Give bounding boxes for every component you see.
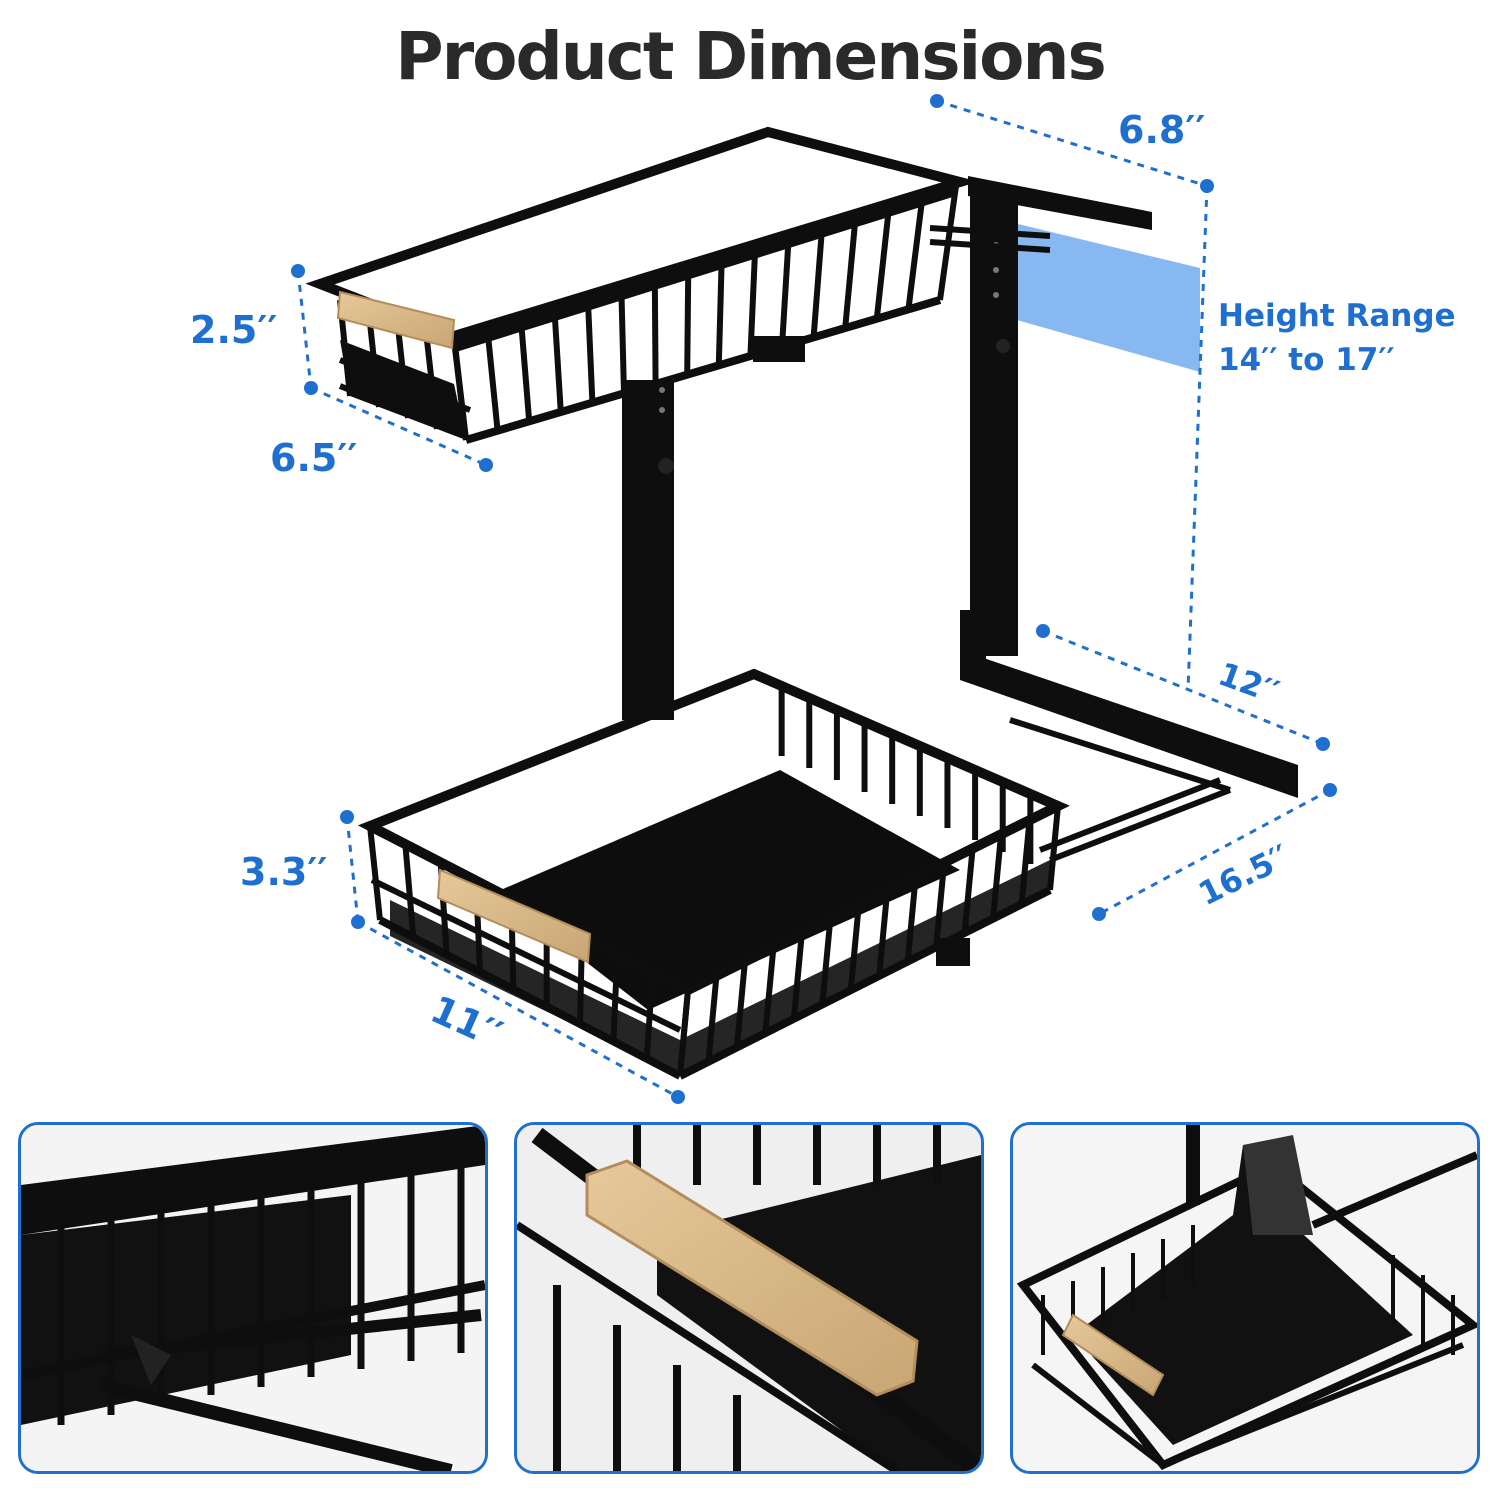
center-post [622, 380, 674, 720]
dim-bottom-height: 3.3′′ [240, 850, 328, 894]
dimension-lines [296, 99, 1331, 1099]
top-basket [305, 126, 979, 444]
height-range-value: 14′′ to 17′′ [1218, 342, 1395, 378]
bottom-basket [357, 668, 1070, 1080]
dim-top-depth: 6.5′′ [270, 436, 358, 480]
detail-panel-rails [18, 1122, 488, 1474]
rails-detail-image [21, 1125, 485, 1471]
handle-detail-image [517, 1125, 981, 1471]
top-handle [336, 290, 456, 350]
page-title: Product Dimensions [395, 18, 1107, 95]
dim-top-height: 2.5′′ [190, 308, 278, 352]
height-range-shade [1010, 222, 1200, 372]
basket-detail-image [1013, 1125, 1477, 1471]
height-range-label: Height Range [1218, 298, 1456, 334]
detail-panel-handle [514, 1122, 984, 1474]
dim-top-width: 6.8′′ [1118, 108, 1206, 152]
height-range-note: Height Range 14′′ to 17′′ [1218, 294, 1456, 382]
right-frame [960, 176, 1298, 798]
dimension-points [291, 94, 1337, 1104]
bottom-handle [436, 868, 592, 964]
detail-panel-basket [1010, 1122, 1480, 1474]
